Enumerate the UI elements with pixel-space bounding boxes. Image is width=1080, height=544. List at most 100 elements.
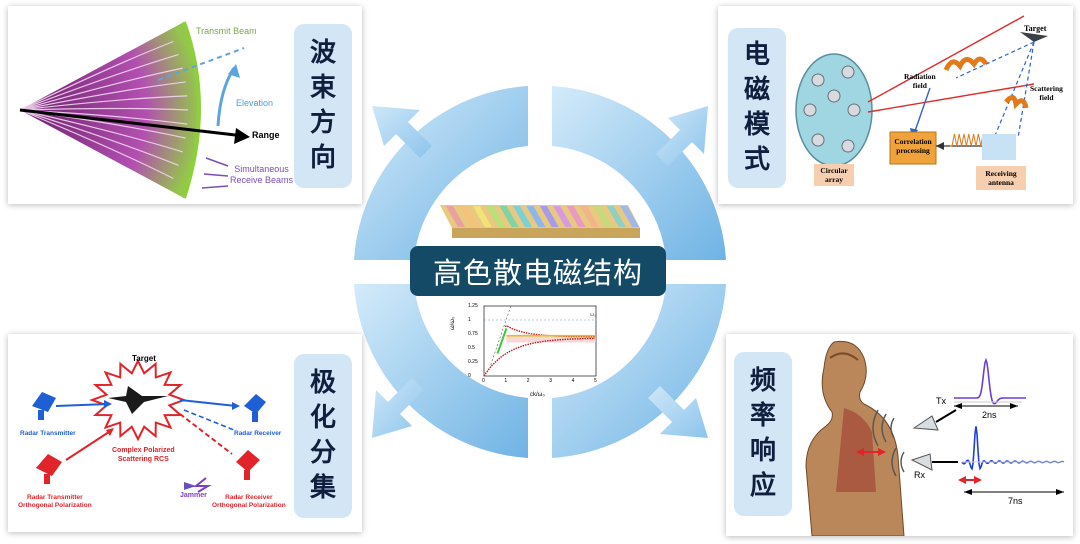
bar-slot <box>499 206 519 227</box>
beam-lobe <box>19 95 188 111</box>
plot-xtick: 4 <box>571 378 575 384</box>
beam-lobe <box>19 40 174 111</box>
beam-lobe <box>19 109 179 166</box>
radar-receiver-label: Radar Receiver <box>234 430 282 437</box>
plot-xtick: 2 <box>526 378 530 384</box>
rx-orth-line2: Orthogonal Polarization <box>212 502 286 509</box>
lower-branch <box>483 337 595 377</box>
simultaneous-receive-label: Simultaneous Receive Beams <box>230 164 293 186</box>
receive-line2: Receive Beams <box>230 175 294 185</box>
heading-char: 模 <box>743 110 770 140</box>
radiation-line2: field <box>912 81 927 90</box>
dispersive-structure-graphic <box>440 205 640 238</box>
bar-slot <box>606 206 626 227</box>
heading-char: 波 <box>309 38 336 68</box>
receive-line1: Simultaneous <box>234 164 289 174</box>
tx-orthogonal-label: Radar Transmitter Orthogonal Polarizatio… <box>18 494 92 510</box>
dispersion-plot <box>483 305 597 377</box>
heading-char: 应 <box>749 471 776 501</box>
bar-slot <box>446 206 465 227</box>
beam-direction-panel: Transmit Beam Elevation Range Simultaneo… <box>8 6 362 204</box>
beam-lobe <box>19 109 174 180</box>
polarization-heading: 极 化 分 集 <box>294 354 352 518</box>
em-mode-panel: 电 磁 模 式 Target Radiation field <box>718 6 1073 204</box>
range-label: Range <box>252 130 280 140</box>
complex-line2: Scattering RCS <box>117 456 169 463</box>
bar-slot <box>553 206 573 227</box>
receiving-line2: antenna <box>988 178 1014 187</box>
bar-slot <box>593 206 613 227</box>
beam-lobe <box>19 67 183 111</box>
plot-ytick: 0 <box>468 373 471 379</box>
plot-ylabel: ω/ω₀ <box>450 316 456 330</box>
heading-char: 频 <box>749 366 776 396</box>
beam-pattern-graphic <box>19 21 250 199</box>
heading-char: 响 <box>749 436 776 466</box>
pulse-tx-duration-label: 2ns <box>982 410 997 420</box>
heading-char: 率 <box>749 401 776 431</box>
plot-xtick: 3 <box>549 378 552 384</box>
circular-line2: array <box>825 175 843 184</box>
bar-slot <box>539 206 559 227</box>
bar-slot <box>486 206 506 227</box>
polarization-panel: Target Radar Transmitter Radar Receiver … <box>8 334 362 532</box>
plot-ytick: 1.25 <box>468 303 478 309</box>
plot-ytick: 0.5 <box>468 345 475 351</box>
receiving-antenna-label: Receiving antenna <box>976 169 1026 187</box>
tx-label: Tx <box>936 396 946 406</box>
plot-ytick: 1 <box>468 317 471 323</box>
tx-orth-line2: Orthogonal Polarization <box>18 502 92 509</box>
bar-slot <box>472 206 492 227</box>
bar-slot <box>513 206 532 227</box>
correlation-line2: processing <box>896 146 930 155</box>
tx-orth-line1: Radar Transmitter <box>27 494 83 501</box>
transmit-beam-label: Transmit Beam <box>196 26 257 36</box>
rx-orth-line1: Radar Receiver <box>225 494 273 501</box>
scattering-line2: field <box>1039 93 1054 102</box>
scattering-field-label: Scattering field <box>1030 84 1063 102</box>
heading-char: 分 <box>309 438 336 468</box>
target-label: Target <box>132 354 156 363</box>
correlation-line1: Correlation <box>894 137 932 146</box>
bar-slot <box>620 206 640 227</box>
heading-char: 方 <box>309 108 336 138</box>
circular-line1: Circular <box>820 166 848 175</box>
polarization-graphic <box>32 358 266 493</box>
receiving-line1: Receiving <box>985 169 1017 178</box>
circular-array-label: Circular array <box>814 166 854 184</box>
plot-ytick: 0.25 <box>468 359 478 365</box>
beam-lobe <box>19 109 183 153</box>
bar-slot <box>566 206 586 227</box>
heading-char: 式 <box>743 145 770 175</box>
frequency-response-graphic <box>805 340 1065 536</box>
jammer-label: Jammer <box>180 492 207 499</box>
beam-lobe <box>19 107 189 111</box>
plot-xtick: 1 <box>504 378 508 384</box>
band-region <box>506 335 596 343</box>
heading-char: 磁 <box>743 75 770 105</box>
em-mode-heading: 电 磁 模 式 <box>728 28 786 188</box>
plot-xlabel: ck/ω₀ <box>530 392 545 398</box>
target-label: Target <box>1024 24 1047 33</box>
upper-branch <box>504 324 596 338</box>
diagonal-arrows <box>372 106 708 438</box>
radiation-field-label: Radiation field <box>904 72 936 90</box>
radar-transmitter-label: Radar Transmitter <box>20 430 76 437</box>
pulse-rx-duration-label: 7ns <box>1008 496 1023 506</box>
scattering-line1: Scattering <box>1030 84 1063 93</box>
frequency-response-panel: 频 率 响 应 Tx Rx 2ns 7ns <box>726 334 1073 536</box>
em-mode-graphic <box>795 15 1048 190</box>
plot-legend: ω₀ <box>590 312 596 318</box>
beam-lobe <box>19 54 179 111</box>
bar-slot <box>580 206 599 227</box>
beam-lobe <box>19 81 186 111</box>
bar-slot <box>459 206 479 227</box>
heading-char: 束 <box>309 73 336 103</box>
heading-char: 集 <box>309 473 336 503</box>
radiation-line1: Radiation <box>904 72 936 81</box>
beam-direction-heading: 波 束 方 向 <box>294 24 352 188</box>
heading-char: 向 <box>309 143 336 173</box>
ring-segments <box>354 86 726 458</box>
plot-xtick: 0 <box>482 378 485 384</box>
